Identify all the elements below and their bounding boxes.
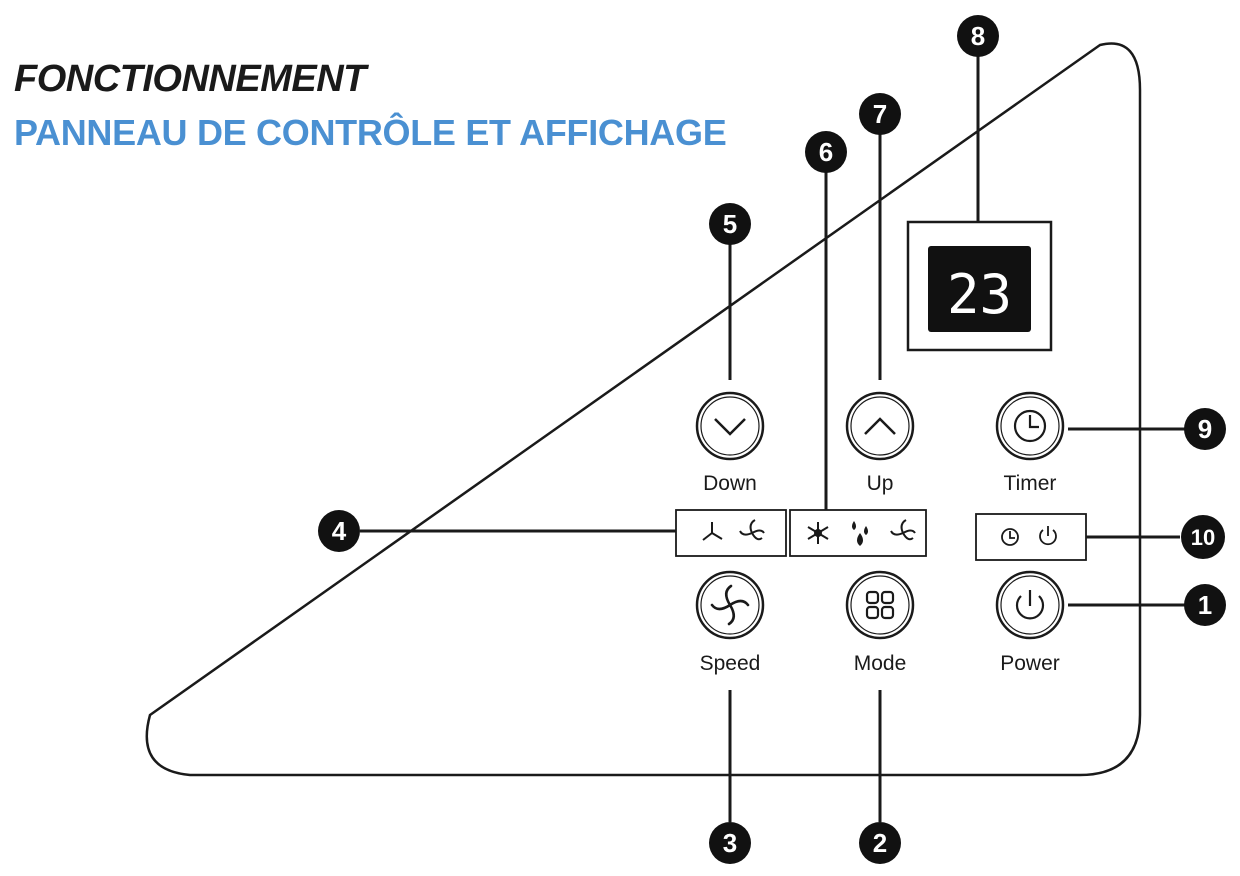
page-subtitle: PANNEAU DE CONTRÔLE ET AFFICHAGE (14, 112, 727, 153)
callout-5-number: 5 (723, 209, 737, 239)
power-icon (1039, 526, 1057, 546)
high-fan-icon (739, 519, 765, 541)
display-screen (928, 246, 1031, 332)
panel-outline (145, 42, 1142, 777)
callout-5: 5 (709, 203, 751, 245)
callout-2: 2 (859, 822, 901, 864)
status-indicators (975, 513, 1087, 561)
speed-button-label: Speed (700, 652, 761, 675)
mode-button-label: Mode (854, 652, 907, 675)
callout-3-number: 3 (723, 828, 737, 858)
fan-speed-indicators (675, 509, 787, 557)
callout-7-number: 7 (873, 99, 887, 129)
dehumidify-drops-icon (852, 521, 868, 546)
page-title: FONCTIONNEMENT (14, 58, 366, 100)
callout-9-number: 9 (1198, 414, 1212, 444)
mode-indicators (789, 509, 927, 557)
callout-6: 6 (805, 131, 847, 173)
callout-7: 7 (859, 93, 901, 135)
callout-6-number: 6 (819, 137, 833, 167)
timer-button-label: Timer (1004, 472, 1057, 495)
power-button[interactable] (995, 570, 1065, 640)
mode-button[interactable] (845, 570, 915, 640)
speed-button[interactable] (695, 570, 765, 640)
up-button[interactable] (845, 391, 915, 461)
callout-8-number: 8 (971, 21, 985, 51)
timer-clock-icon (1001, 528, 1019, 546)
chevron-up-icon (864, 417, 896, 435)
chevron-down-icon (714, 418, 746, 436)
callout-4: 4 (318, 510, 360, 552)
callout-10-number: 10 (1191, 525, 1215, 550)
down-button[interactable] (695, 391, 765, 461)
timer-button[interactable] (995, 391, 1065, 461)
up-button-label: Up (867, 472, 894, 495)
power-button-label: Power (1000, 652, 1060, 675)
power-symbol-icon (1015, 590, 1045, 620)
callout-1: 1 (1184, 584, 1226, 626)
fan-icon (710, 584, 750, 626)
callout-3: 3 (709, 822, 751, 864)
down-button-label: Down (703, 472, 757, 495)
low-fan-icon (702, 522, 723, 541)
clock-icon (1013, 409, 1047, 443)
callout-8: 8 (957, 15, 999, 57)
display-value: 23 (947, 263, 1012, 326)
callout-1-number: 1 (1198, 590, 1212, 620)
mode-grid-icon (865, 590, 895, 620)
cool-snowflake-icon (807, 522, 829, 544)
callout-4-number: 4 (332, 516, 347, 546)
leader-lines (360, 55, 1185, 822)
callout-10: 10 (1181, 515, 1225, 559)
callout-2-number: 2 (873, 828, 887, 858)
callout-9: 9 (1184, 408, 1226, 450)
fan-only-icon (890, 519, 916, 541)
